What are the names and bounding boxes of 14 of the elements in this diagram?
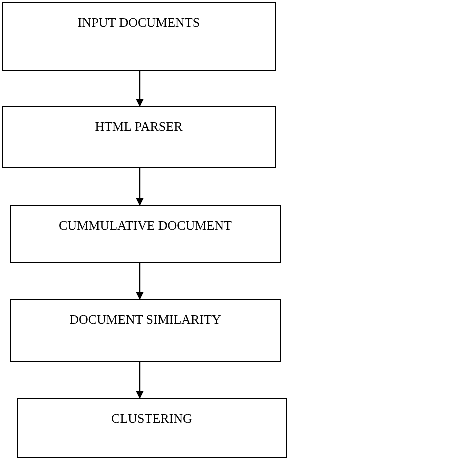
process-box xyxy=(2,2,276,71)
box-label: DOCUMENT SIMILARITY xyxy=(68,312,222,328)
arrow xyxy=(136,71,144,107)
arrow xyxy=(136,263,144,300)
arrow xyxy=(136,362,144,399)
process-box xyxy=(10,205,281,263)
box-label: INPUT DOCUMENTS xyxy=(76,15,202,31)
process-box xyxy=(10,299,281,362)
process-box xyxy=(2,106,276,168)
arrow xyxy=(136,168,144,206)
box-label: CUMMULATIVE DOCUMENT xyxy=(58,218,233,234)
process-box xyxy=(17,398,287,458)
box-label: HTML PARSER xyxy=(94,119,184,135)
box-label: CLUSTERING xyxy=(110,411,194,427)
